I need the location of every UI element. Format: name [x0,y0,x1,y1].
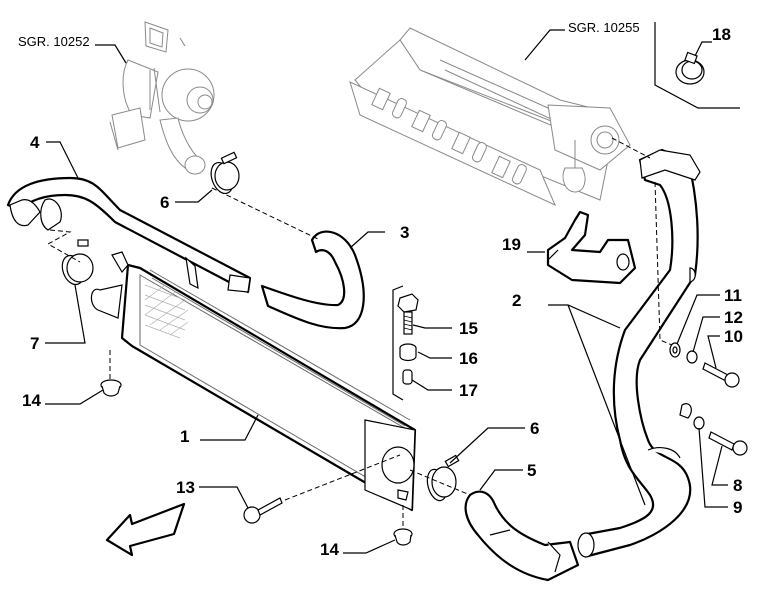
svg-text:12: 12 [724,308,743,327]
part-2-manifold-pipe [548,148,701,558]
callout-3: 3 [349,223,409,249]
svg-text:10: 10 [724,327,743,346]
turbocharger-reference [109,21,215,175]
callout-8: 8 [711,445,742,495]
svg-text:6: 6 [530,419,539,438]
part-5-hose [464,490,580,582]
part-8-bolt [708,431,748,456]
part-10-bolt [702,362,740,388]
svg-text:1: 1 [180,427,189,446]
part-1-intercooler [90,251,417,512]
part-9-washer [693,416,705,430]
callout-9: 9 [698,427,742,517]
svg-text:16: 16 [459,349,478,368]
svg-text:19: 19 [502,235,521,254]
part-18-clamp-inset [654,22,740,109]
svg-text:14: 14 [320,540,339,559]
svg-text:18: 18 [712,25,731,44]
part-7-clamp [61,239,94,286]
part-6-clamp-upper [210,151,240,195]
callout-14-upper: 14 [22,389,104,410]
svg-text:15: 15 [459,319,478,338]
part-17-spacer [402,369,413,385]
callout-15: 15 [412,319,478,338]
assembly-lines [46,137,673,528]
part-14-mount-lower [393,528,413,546]
reference-label-manifold: SGR. 10255 [568,20,640,35]
svg-text:7: 7 [30,334,39,353]
intake-manifold-reference [349,27,631,206]
part-19-bracket [546,210,637,285]
callout-1: 1 [180,427,189,446]
svg-text:4: 4 [30,133,40,152]
callout-18: 18 [712,25,731,44]
svg-text:13: 13 [176,478,195,497]
callout-13: 13 [176,478,249,509]
reference-label-turbo: SGR. 10252 [18,34,90,49]
part-6-clamp-lower [426,454,460,502]
part-3-hose [260,230,365,330]
part-12-washer [686,350,698,364]
callout-11: 11 [676,286,742,345]
part-13-screw [243,497,283,524]
part-15-bolt [397,293,419,335]
callout-6-upper: 6 [160,189,213,212]
callout-4: 4 [30,133,79,179]
reference-turbo-callout: SGR. 10252 [18,34,127,64]
callout-2: 2 [512,291,521,310]
svg-text:3: 3 [400,223,409,242]
svg-text:8: 8 [733,476,742,495]
part-4-turbo-pipe [6,176,252,294]
part-14-mount-upper [100,379,122,397]
svg-text:5: 5 [527,461,536,480]
svg-text:6: 6 [160,193,169,212]
svg-text:2: 2 [512,291,521,310]
callout-19: 19 [502,235,545,254]
callout-5: 5 [479,461,536,491]
callout-10: 10 [707,327,743,369]
reference-manifold-callout: SGR. 10255 [524,20,640,61]
callout-7: 7 [30,284,86,353]
svg-text:17: 17 [459,381,478,400]
part-11-washer [669,342,681,358]
svg-text:9: 9 [733,498,742,517]
bracket-15-17 [392,285,404,401]
callout-16: 16 [417,349,478,368]
callout-12: 12 [692,308,743,353]
callout-6-lower: 6 [449,419,539,464]
part-16-bush [399,343,417,362]
svg-text:11: 11 [724,286,742,305]
callout-17: 17 [411,379,478,400]
front-direction-arrow [105,502,186,557]
intercooler-fins [144,284,189,339]
callout-14-lower: 14 [320,539,396,559]
svg-text:14: 14 [22,391,41,410]
